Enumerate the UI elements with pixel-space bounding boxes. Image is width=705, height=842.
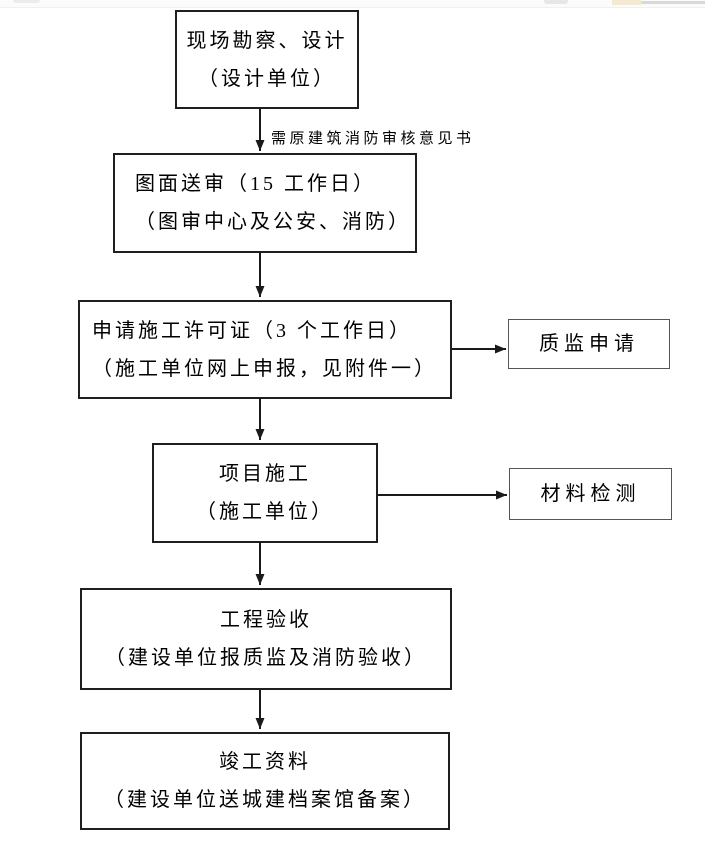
node-text: 质监申请	[539, 333, 639, 355]
toolbar-fragment-left	[13, 0, 40, 3]
node-subtext: （施工单位）	[196, 501, 334, 523]
node-text: 竣工资料	[219, 751, 311, 773]
flow-node-project-construction: 项目施工 （施工单位）	[152, 443, 378, 543]
node-text: 工程验收	[220, 609, 312, 631]
node-text: 材料检测	[540, 483, 641, 505]
flow-node-quality-supervision: 质监申请	[508, 319, 670, 369]
node-subtext: （施工单位网上申报，见附件一）	[92, 357, 437, 380]
node-text: 项目施工	[219, 463, 311, 485]
node-text: 现场勘察、设计	[186, 29, 348, 52]
node-subtext: （图审中心及公安、消防）	[135, 211, 411, 233]
flow-node-project-acceptance: 工程验收 （建设单位报质监及消防验收）	[80, 588, 452, 690]
node-subtext: （建设单位报质监及消防验收）	[105, 647, 427, 669]
node-subtext: （建设单位送城建档案馆备案）	[104, 789, 426, 811]
flow-node-completion-archive: 竣工资料 （建设单位送城建档案馆备案）	[80, 732, 450, 830]
flow-node-drawing-review: 图面送审（15 工作日） （图审中心及公安、消防）	[113, 153, 417, 253]
cropped-toolbar-strip	[0, 0, 705, 8]
toolbar-fragment-tan	[612, 0, 641, 5]
flow-node-material-testing: 材料检测	[509, 468, 672, 520]
flow-node-construction-permit: 申请施工许可证（3 个工作日） （施工单位网上申报，见附件一）	[78, 300, 452, 399]
node-subtext: （设计单位）	[198, 67, 336, 90]
toolbar-fragment-middle	[544, 0, 568, 4]
flow-node-site-survey: 现场勘察、设计 （设计单位）	[175, 10, 359, 109]
node-text: 申请施工许可证（3 个工作日）	[92, 319, 412, 342]
toolbar-fragment-right-bar	[641, 1, 705, 4]
arrow-annotation: 需原建筑消防审核意见书	[271, 131, 475, 147]
node-text: 图面送审（15 工作日）	[135, 173, 376, 195]
